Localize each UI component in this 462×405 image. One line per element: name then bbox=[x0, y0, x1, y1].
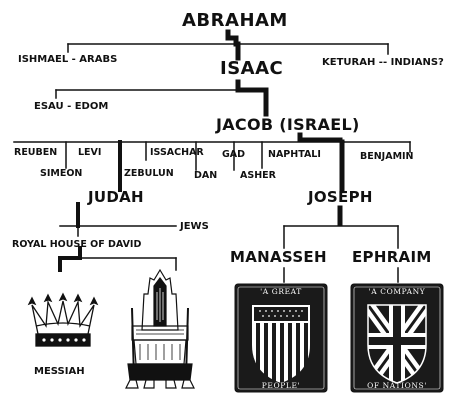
union-jack-shield-icon bbox=[350, 283, 444, 393]
son-gad: GAD bbox=[222, 149, 246, 160]
crown-icon bbox=[27, 292, 99, 347]
ishmael-label: ISHMAEL - ARABS bbox=[18, 54, 118, 65]
manasseh-plaque-top: 'A GREAT bbox=[260, 287, 302, 296]
esau-label: ESAU - EDOM bbox=[34, 101, 109, 112]
abraham-connector bbox=[225, 29, 239, 47]
manasseh-label: MANASSEH bbox=[230, 248, 327, 266]
ephraim-plaque-top: 'A COMPANY bbox=[368, 287, 426, 296]
us-flag-shield-icon bbox=[234, 283, 328, 393]
manasseh-plaque-bottom: PEOPLE' bbox=[261, 381, 301, 390]
royal-house-label: ROYAL HOUSE OF DAVID bbox=[12, 239, 142, 250]
david-connector bbox=[58, 246, 82, 272]
jews-label: JEWS bbox=[180, 221, 209, 232]
son-benjamin: BENJAMIN bbox=[360, 151, 414, 162]
keturah-label: KETURAH -- INDIANS? bbox=[322, 57, 444, 68]
jacob-connector bbox=[297, 132, 343, 143]
son-dan: DAN bbox=[194, 170, 218, 181]
son-simeon: SIMEON bbox=[40, 168, 83, 179]
son-asher: ASHER bbox=[240, 170, 276, 181]
son-naphtali: NAPHTALI bbox=[268, 149, 321, 160]
messiah-label: MESSIAH bbox=[34, 366, 85, 377]
isaac-label: ISAAC bbox=[220, 58, 284, 79]
jacob-label: JACOB (ISRAEL) bbox=[216, 115, 360, 134]
joseph-label: JOSEPH bbox=[308, 188, 373, 206]
son-reuben: REUBEN bbox=[14, 147, 58, 158]
abraham-label: ABRAHAM bbox=[182, 10, 288, 31]
judah-label: JUDAH bbox=[88, 188, 144, 206]
son-issachar: ISSACHAR bbox=[150, 147, 204, 158]
ephraim-plaque-bottom: OF NATIONS' bbox=[367, 381, 427, 390]
throne-icon bbox=[125, 268, 195, 389]
son-levi: LEVI bbox=[78, 147, 102, 158]
son-zebulun: ZEBULUN bbox=[124, 168, 174, 179]
isaac-connector bbox=[235, 79, 269, 117]
ephraim-label: EPHRAIM bbox=[352, 248, 432, 266]
